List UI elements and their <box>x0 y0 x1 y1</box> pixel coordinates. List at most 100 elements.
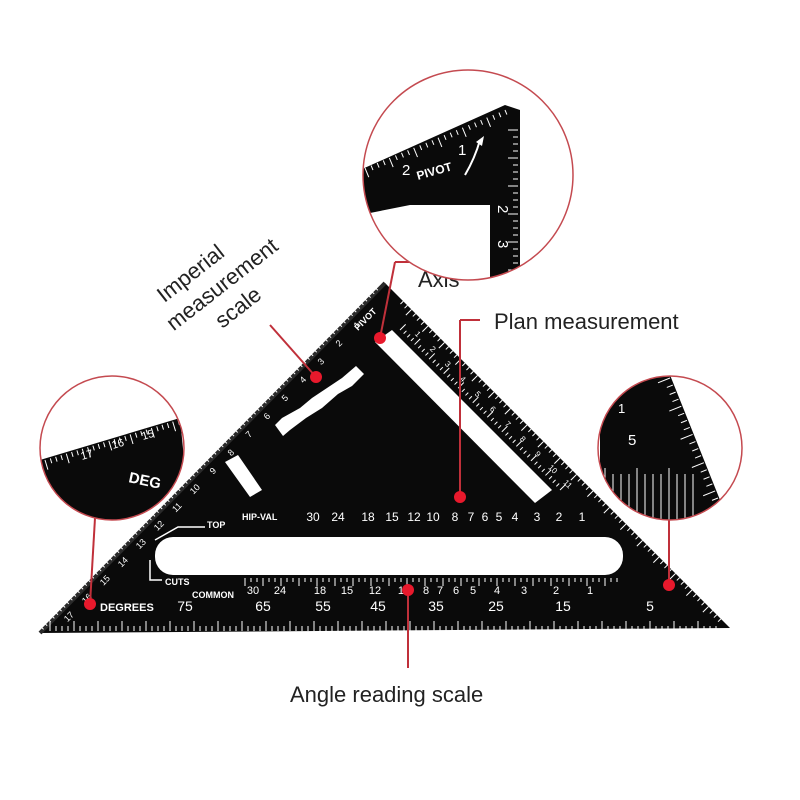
tick-mark <box>330 330 336 335</box>
tick-mark <box>364 167 370 178</box>
tick-mark <box>508 435 513 440</box>
tick-mark <box>76 450 79 456</box>
svg-text:1: 1 <box>618 401 625 416</box>
tick-mark <box>683 426 690 431</box>
tick-mark <box>657 377 671 384</box>
tick-marks-right-edge <box>400 300 722 623</box>
plan-scale-number: 1 <box>413 329 423 339</box>
tick-mark <box>700 469 707 473</box>
upper-scale-number: 1 <box>579 510 586 524</box>
tick-mark <box>118 545 124 550</box>
tick-mark <box>586 490 594 498</box>
plan-scale-number: 6 <box>488 404 498 414</box>
tick-mark <box>515 416 520 420</box>
tick-mark <box>108 440 113 451</box>
hypotenuse-scale-number: 5 <box>280 393 291 404</box>
upper-scale-number: 5 <box>496 510 503 524</box>
tick-mark <box>55 456 58 462</box>
tick-mark <box>154 508 159 514</box>
hypotenuse-scale-number: 4 <box>298 374 309 385</box>
tick-mark <box>425 352 429 356</box>
svg-text:3: 3 <box>494 240 511 248</box>
tick-mark <box>105 553 113 561</box>
tick-mark <box>359 301 364 306</box>
tick-mark <box>420 321 425 326</box>
tick-mark <box>92 445 95 451</box>
tick-mark <box>439 366 444 371</box>
svg-text:2: 2 <box>402 162 410 179</box>
tick-mark <box>65 453 70 464</box>
marker-angle <box>402 584 414 596</box>
tick-mark <box>410 337 415 342</box>
hypotenuse-scale-number: 7 <box>244 429 255 440</box>
tick-mark <box>212 450 217 455</box>
tick-mark <box>455 129 459 135</box>
hypotenuse-scale-number: 12 <box>152 519 166 533</box>
tick-mark <box>672 398 679 403</box>
tick-mark <box>414 338 421 345</box>
tick-mark <box>399 323 407 331</box>
tick-mark <box>263 392 271 401</box>
tick-mark <box>666 384 674 388</box>
tick-mark <box>166 423 170 429</box>
upper-scale-number: 18 <box>361 510 375 524</box>
zoom-circle-top: PIVOT 2 1 2 3 <box>362 69 574 281</box>
tick-mark <box>505 432 509 436</box>
tick-mark <box>603 507 610 514</box>
upper-scale-number: 12 <box>407 510 421 524</box>
tick-mark <box>553 457 561 465</box>
tick-mark <box>61 597 70 605</box>
lower-scale-number: 5 <box>470 585 476 597</box>
tick-mark <box>468 124 471 130</box>
tick-mark <box>113 439 117 445</box>
tick-mark <box>394 155 398 161</box>
hypotenuse-scale-number: 15 <box>98 573 112 587</box>
tick-mark <box>559 483 567 491</box>
tick-mark <box>388 157 394 168</box>
tick-mark <box>363 290 371 298</box>
tick-mark <box>631 531 635 536</box>
tick-mark <box>433 333 437 338</box>
tick-mark <box>443 135 447 141</box>
tick-mark <box>664 564 668 569</box>
tick-mark <box>201 461 206 466</box>
tick-mark <box>158 505 163 510</box>
tick-mark <box>527 428 532 433</box>
hypotenuse-scale-number: 1 <box>352 320 363 331</box>
tick-mark <box>269 392 274 397</box>
tick-mark <box>319 341 325 346</box>
marker-left <box>84 598 96 610</box>
tick-mark <box>701 602 705 606</box>
tick-mark <box>711 497 719 501</box>
zoom-circle-right: 1 5 <box>597 375 743 521</box>
tick-mark <box>335 320 343 328</box>
red-markers <box>84 332 675 610</box>
marker-imperial <box>310 371 322 383</box>
tick-mark <box>97 567 102 572</box>
tick-mark <box>490 417 495 422</box>
tick-mark <box>516 440 523 447</box>
tick-mark <box>677 412 685 417</box>
tick-mark <box>669 391 676 395</box>
tick-mark <box>76 582 84 590</box>
tick-mark <box>60 455 63 461</box>
tick-mark <box>68 596 73 601</box>
tick-mark <box>119 437 122 443</box>
tick-mark <box>312 348 318 353</box>
tick-mark <box>713 614 718 618</box>
degree-scale-number: 55 <box>315 598 331 614</box>
tick-mark <box>71 451 74 457</box>
tick-mark <box>478 379 482 383</box>
tick-mark <box>298 362 303 368</box>
tick-mark <box>544 445 548 449</box>
tick-mark <box>548 449 553 453</box>
top-label: TOP <box>207 520 225 530</box>
tick-mark <box>134 432 138 438</box>
tick-mark <box>345 315 350 320</box>
degree-scale-number: 15 <box>555 598 571 614</box>
tick-mark <box>593 494 598 499</box>
